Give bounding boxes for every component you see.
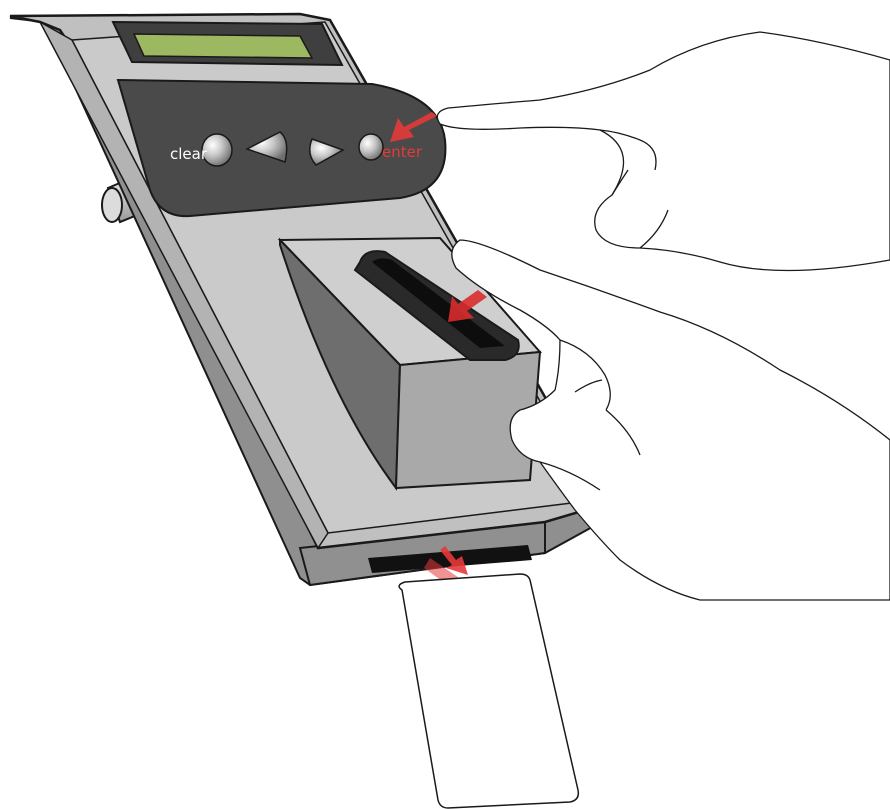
enter-label: enter (382, 143, 423, 161)
clear-label: clear (170, 145, 208, 163)
enter-button[interactable] (359, 134, 383, 160)
lcd-display (113, 22, 342, 65)
upper-hand (437, 32, 890, 271)
smart-card[interactable] (399, 574, 578, 808)
